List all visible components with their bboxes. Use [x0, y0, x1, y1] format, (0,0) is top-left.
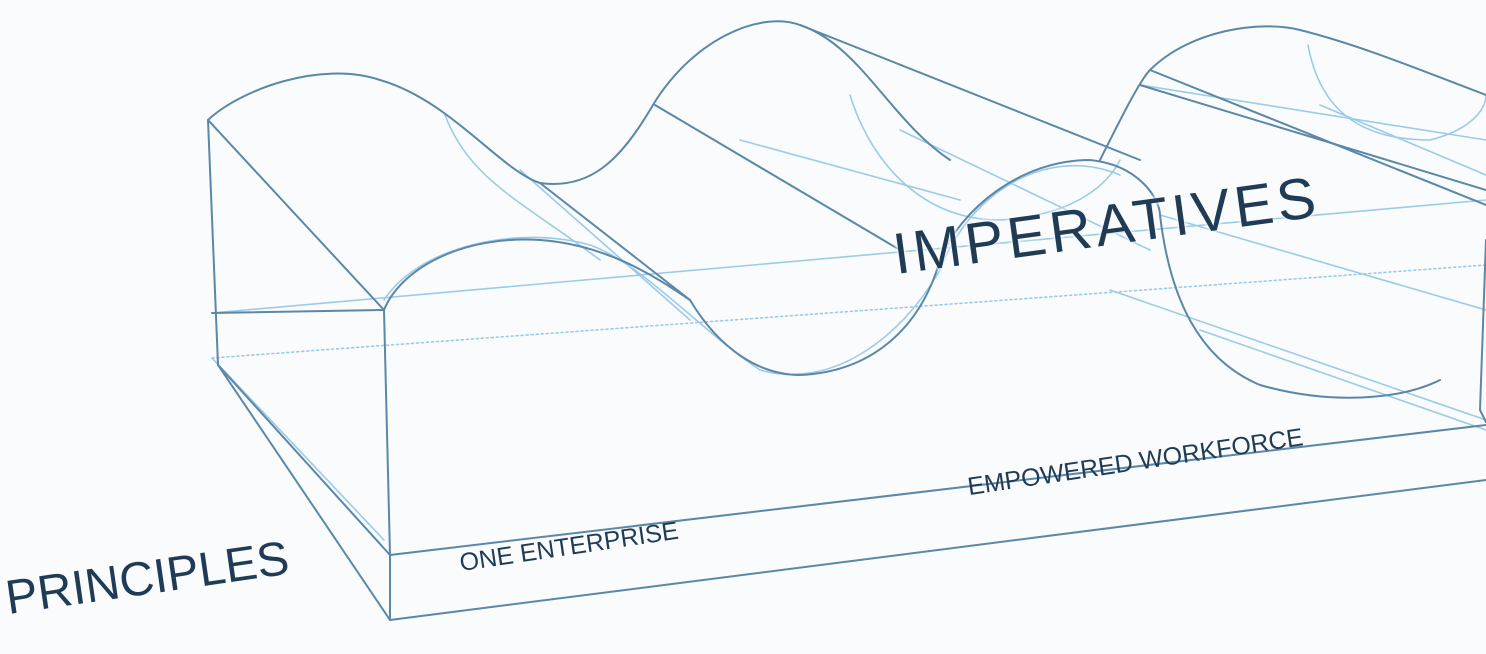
hidden-lines — [211, 44, 1486, 541]
visible-outlines — [207, 20, 1486, 621]
